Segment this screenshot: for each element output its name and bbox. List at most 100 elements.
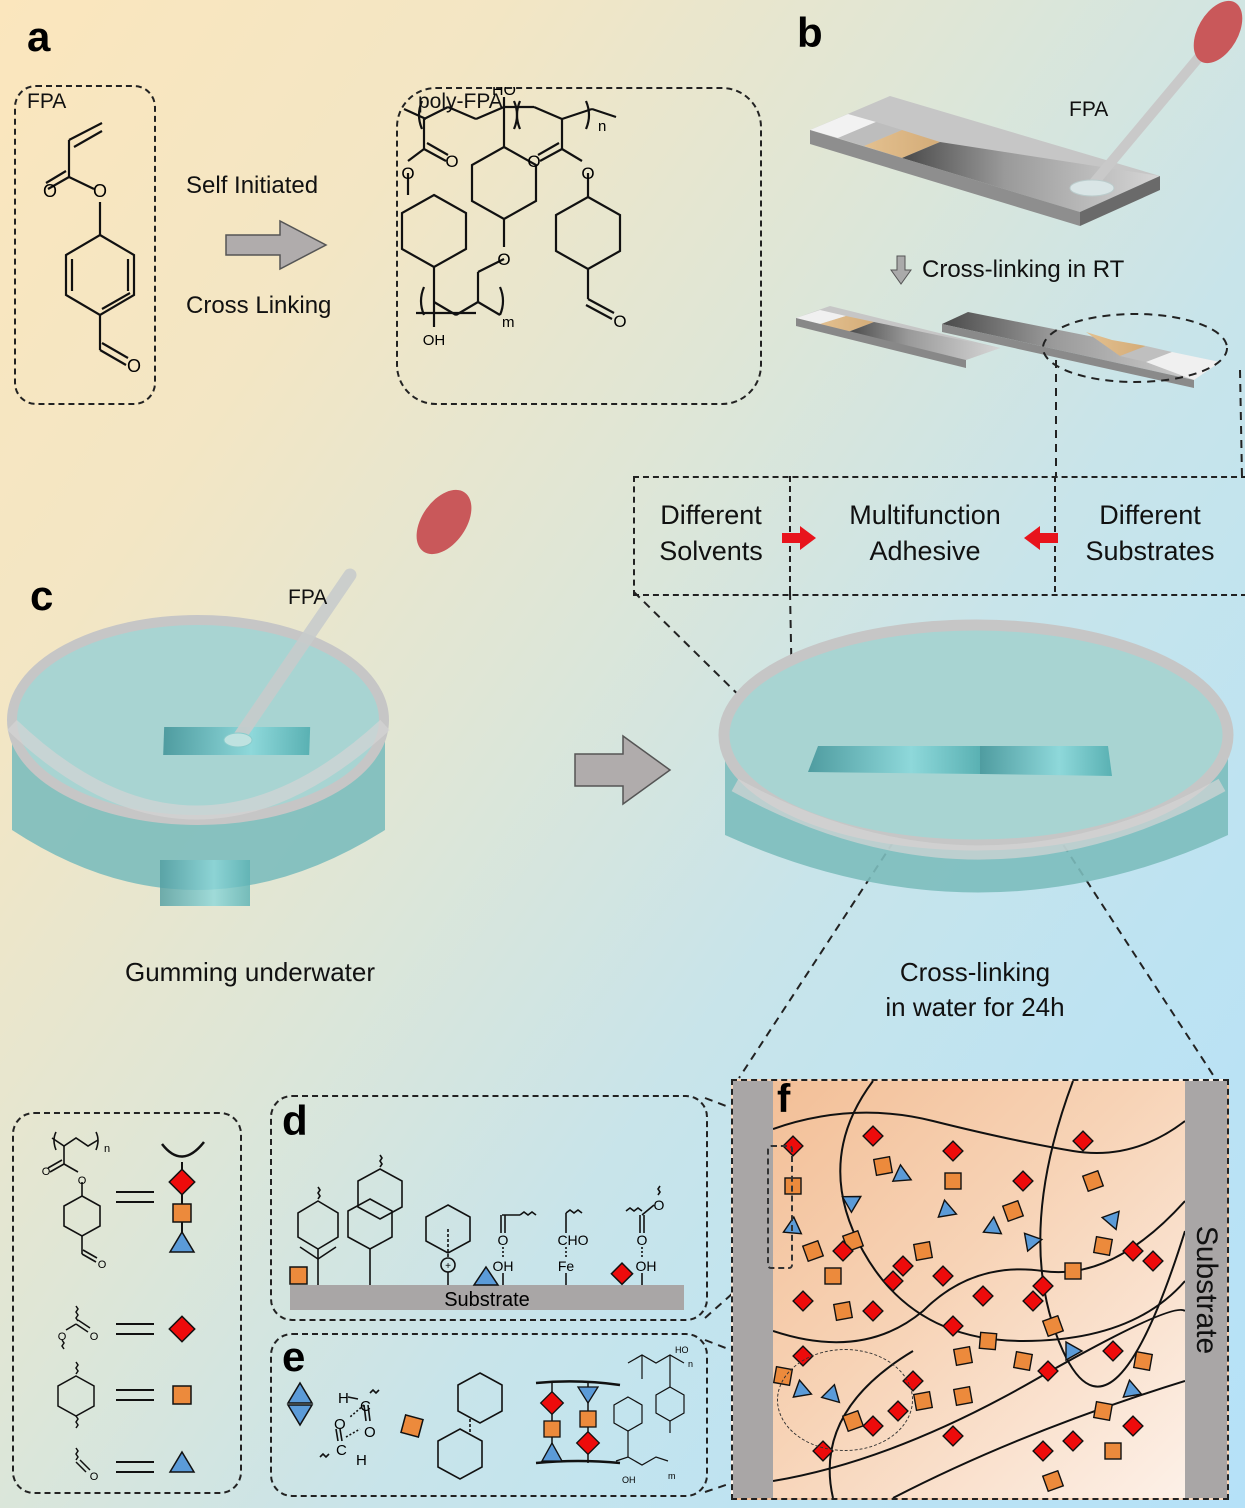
dropper-tube: [233, 568, 357, 743]
substrate-bar: [290, 1285, 684, 1310]
phenyl-square-mark: [1001, 1199, 1025, 1223]
ester-diamond-mark: [972, 1285, 994, 1307]
ester-diamond-mark: [882, 1270, 904, 1292]
phenyl-square-mark: [824, 1267, 842, 1285]
symbol-legend: O O O n O O: [42, 1131, 205, 1483]
right-substrate: [1185, 1081, 1227, 1498]
feature-line: Solvents: [659, 536, 763, 567]
legend-chain-symbol: [161, 1141, 205, 1253]
zoom-ellipse: [1042, 313, 1228, 383]
hydroxyl-label: OH: [622, 1475, 636, 1485]
ester-diamond-mark: [1062, 1430, 1084, 1452]
phenyl-square-mark: [1092, 1235, 1114, 1257]
phenyl-square-mark: [784, 1177, 802, 1195]
blue-triangle-icon: [168, 1230, 196, 1253]
phenyl-square-mark: [952, 1385, 974, 1407]
chain-pair-illustration: [535, 1380, 621, 1465]
atom-o: O: [58, 1331, 67, 1343]
left-petri-dish: [7, 568, 390, 906]
plus-charge: +: [445, 1261, 451, 1272]
highlight-box: [767, 1145, 793, 1269]
atom-c: C: [360, 1398, 371, 1415]
phenyl-square-mark: [1041, 1314, 1065, 1338]
panel-d-box: [270, 1095, 708, 1321]
panel-label-a: a: [27, 13, 51, 60]
blue-triangle-icon: [576, 1386, 600, 1405]
feature-line: Adhesive: [869, 536, 981, 567]
feature-line: Multifunction: [849, 500, 1001, 530]
ester-diamond-mark: [932, 1265, 954, 1287]
fpa-monomer-box: [14, 85, 156, 405]
dropper-tube: [1087, 45, 1210, 190]
ester-diamond-mark: [1122, 1240, 1144, 1262]
atom-o: O: [401, 164, 414, 183]
subscript-m: m: [502, 314, 515, 331]
cross-linking-text: Cross Linking: [186, 292, 332, 319]
red-arrow-left-icon: [1024, 526, 1058, 550]
phenyl-square-mark: [912, 1390, 934, 1412]
panel-f-network: Substrate f: [731, 1079, 1229, 1500]
self-initiated-text: Self Initiated: [186, 172, 319, 199]
cohesion-interactions-diagram: H C O O C H: [286, 1345, 693, 1485]
orange-square-icon: [543, 1420, 561, 1438]
feature-line: Different: [660, 500, 762, 530]
ester-red-diamond-icon: [168, 1315, 196, 1343]
subscript-m: m: [668, 1471, 676, 1481]
ester-diamond-mark: [1102, 1340, 1124, 1362]
subscript-n: n: [104, 1143, 110, 1155]
hydroxyl-label: OH: [636, 1258, 657, 1274]
right-substrate-label-wrap: Substrate: [1185, 1081, 1227, 1498]
triangle-pair-icon: [286, 1381, 314, 1404]
aldehyde-triangle-mark: [1065, 1340, 1084, 1362]
aldehyde-triangle-mark: [937, 1198, 958, 1218]
phenyl-orange-square-icon: [289, 1266, 308, 1285]
atom-o: O: [527, 152, 540, 171]
equals-sign: [116, 1323, 154, 1335]
phenyl-square-mark: [1041, 1469, 1065, 1493]
single-lap-joint-illustration: [796, 0, 1243, 388]
atom-o: O: [613, 312, 626, 331]
poly-fpa-label: poly-FPA: [418, 90, 503, 113]
fpa-structure: O O O: [43, 122, 141, 376]
equals-sign: [116, 1461, 154, 1473]
phenyl-square-mark: [1132, 1350, 1154, 1372]
atom-o: O: [98, 1259, 107, 1271]
aldehyde-blue-triangle-icon: [168, 1450, 196, 1473]
ester-diamond-mark: [1122, 1415, 1144, 1437]
panel-label-d: d: [282, 1097, 308, 1144]
cho-label: CHO: [557, 1232, 588, 1248]
ester-diamond-mark: [1022, 1290, 1044, 1312]
cross-linking-water-caption: Cross-linking in water for 24h: [820, 955, 1130, 1025]
cross-linking-rt-text: Cross-linking in RT: [922, 256, 1125, 283]
phenyl-square-mark: [1081, 1169, 1105, 1193]
atom-o: O: [334, 1416, 346, 1433]
ester-diamond-mark: [862, 1300, 884, 1322]
ester-diamond-mark: [942, 1140, 964, 1162]
hydroxyl-label: HO: [675, 1345, 689, 1355]
orange-square-icon: [172, 1203, 192, 1223]
panel-c-dropper-label: FPA: [288, 586, 328, 609]
phenyl-square-mark: [801, 1239, 825, 1263]
reaction-arrow-icon: [225, 219, 328, 271]
atom-c: C: [336, 1442, 347, 1459]
red-diamond-icon: [539, 1390, 565, 1416]
dropper-bulb-icon: [416, 489, 472, 555]
dropper-bulb-icon: [1193, 0, 1243, 64]
feature-line: Different: [1099, 500, 1201, 530]
ester-diamond-mark: [1142, 1250, 1164, 1272]
subscript-n: n: [688, 1359, 693, 1369]
ester-diamond-mark: [1072, 1130, 1094, 1152]
poly-fpa-box: [396, 87, 762, 405]
phenyl-square-mark: [872, 1155, 894, 1177]
symbol-legend-box: [12, 1112, 242, 1494]
red-diamond-icon: [168, 1168, 196, 1196]
atom-o: O: [90, 1331, 99, 1343]
square-pair-icon: [400, 1414, 424, 1438]
down-arrow-icon: [890, 255, 912, 285]
phenyl-square-mark: [952, 1345, 974, 1367]
fpa-monomer-label: FPA: [27, 90, 67, 113]
atom-o: O: [93, 181, 107, 201]
subscript-n: n: [598, 118, 606, 135]
triangle-pair-icon: [286, 1404, 314, 1427]
substrate-label: Substrate: [1190, 1225, 1224, 1354]
